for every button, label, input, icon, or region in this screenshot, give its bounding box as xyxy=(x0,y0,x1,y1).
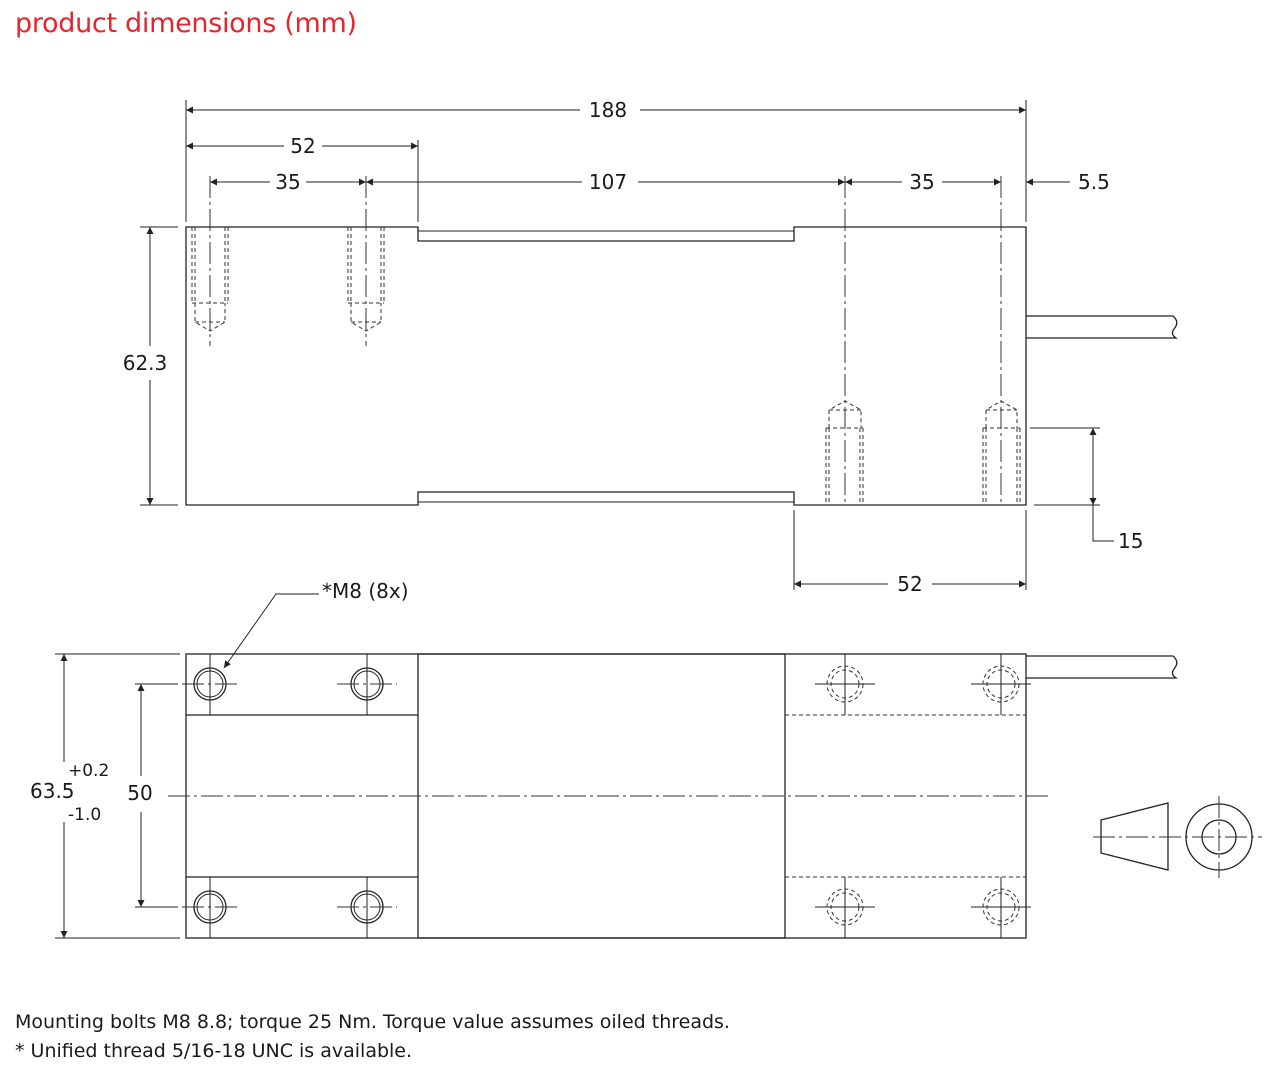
bolt-hole-5 xyxy=(815,654,875,715)
dim-hole-pitch-left: 35 xyxy=(275,170,300,194)
top-view: *M8 (8x) 63.5 +0.2 -1.0 50 xyxy=(30,579,1179,939)
dim-height: 62.3 xyxy=(123,351,168,375)
dim-edge-offset: 5.5 xyxy=(1078,170,1110,194)
threaded-hole-left-2 xyxy=(347,176,385,346)
bottom-hatch-strip xyxy=(417,491,795,503)
dim-width-tol-minus: -1.0 xyxy=(68,805,101,825)
dim-hole-spacing: 50 xyxy=(127,781,152,805)
note-unified-thread: * Unified thread 5/16-18 UNC is availabl… xyxy=(15,1040,413,1062)
dim-mount-span-right: 52 xyxy=(897,572,922,596)
dim-width: 63.5 xyxy=(30,779,75,803)
dim-thread-depth: 15 xyxy=(1118,529,1143,553)
bolt-hole-3 xyxy=(182,877,240,938)
side-body-outline xyxy=(185,226,1027,506)
bolt-hole-8 xyxy=(971,877,1031,938)
side-view: 188 52 35 107 35 5.5 62.3 15 52 xyxy=(123,98,1179,596)
bolt-hole-7 xyxy=(815,877,875,938)
third-angle-projection-icon xyxy=(1093,796,1262,878)
threaded-hole-right-1 xyxy=(825,176,864,505)
bolt-hole-2 xyxy=(337,654,397,715)
note-mounting-bolts: Mounting bolts M8 8.8; torque 25 Nm. Tor… xyxy=(15,1011,730,1033)
dim-hole-spacing-center: 107 xyxy=(589,170,627,194)
threaded-hole-left-1 xyxy=(191,176,229,346)
page-title: product dimensions (mm) xyxy=(15,8,357,39)
callout-m8: *M8 (8x) xyxy=(322,579,409,603)
notes: Mounting bolts M8 8.8; torque 25 Nm. Tor… xyxy=(15,1008,730,1066)
dim-hole-pitch-right: 35 xyxy=(909,170,934,194)
dim-mount-span-left: 52 xyxy=(290,134,315,158)
bolt-hole-4 xyxy=(337,877,397,938)
dim-overall-length: 188 xyxy=(589,98,627,122)
cable xyxy=(1026,315,1179,339)
cable-top xyxy=(1026,655,1179,679)
dim-width-tol-plus: +0.2 xyxy=(68,761,109,781)
bolt-hole-6 xyxy=(971,654,1031,715)
threaded-hole-right-2 xyxy=(982,176,1021,505)
top-hatch-strip xyxy=(417,230,795,242)
bolt-hole-1 xyxy=(182,654,240,715)
